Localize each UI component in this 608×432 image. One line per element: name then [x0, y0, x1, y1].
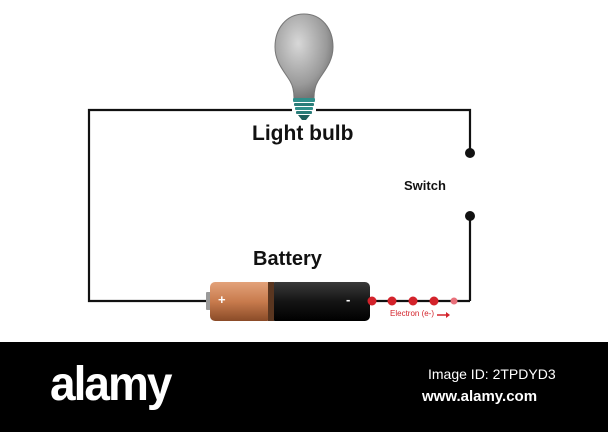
switch-terminal-top — [465, 148, 475, 158]
negative-terminal-label: - — [346, 292, 351, 307]
electron-label: Electron (e-) — [390, 309, 435, 318]
electron-flow — [367, 296, 458, 306]
light-bulb-icon — [274, 13, 334, 120]
positive-terminal-label: + — [218, 292, 226, 307]
circuit-drawing — [87, 13, 475, 321]
alamy-logo: alamy — [50, 355, 172, 411]
wire-left — [87, 108, 292, 303]
electron-dot — [450, 297, 458, 305]
switch-label: Switch — [404, 178, 446, 193]
battery-icon — [206, 282, 370, 321]
electron-arrow-icon — [437, 312, 450, 318]
electron-dot — [429, 296, 439, 306]
electron-dot — [408, 296, 418, 306]
switch-terminal-bottom — [465, 211, 475, 221]
battery-label: Battery — [253, 248, 322, 270]
circuit-diagram: Light bulb Switch Battery Electron (e-) … — [87, 13, 475, 321]
light-bulb-label: Light bulb — [252, 122, 354, 145]
electron-dot — [367, 296, 377, 306]
wire-top-right — [316, 108, 472, 153]
site-url-text: www.alamy.com — [422, 388, 538, 405]
electron-dot — [387, 296, 397, 306]
image-id-text: Image ID: 2TPDYD3 — [428, 366, 556, 382]
watermark-banner — [0, 342, 608, 432]
